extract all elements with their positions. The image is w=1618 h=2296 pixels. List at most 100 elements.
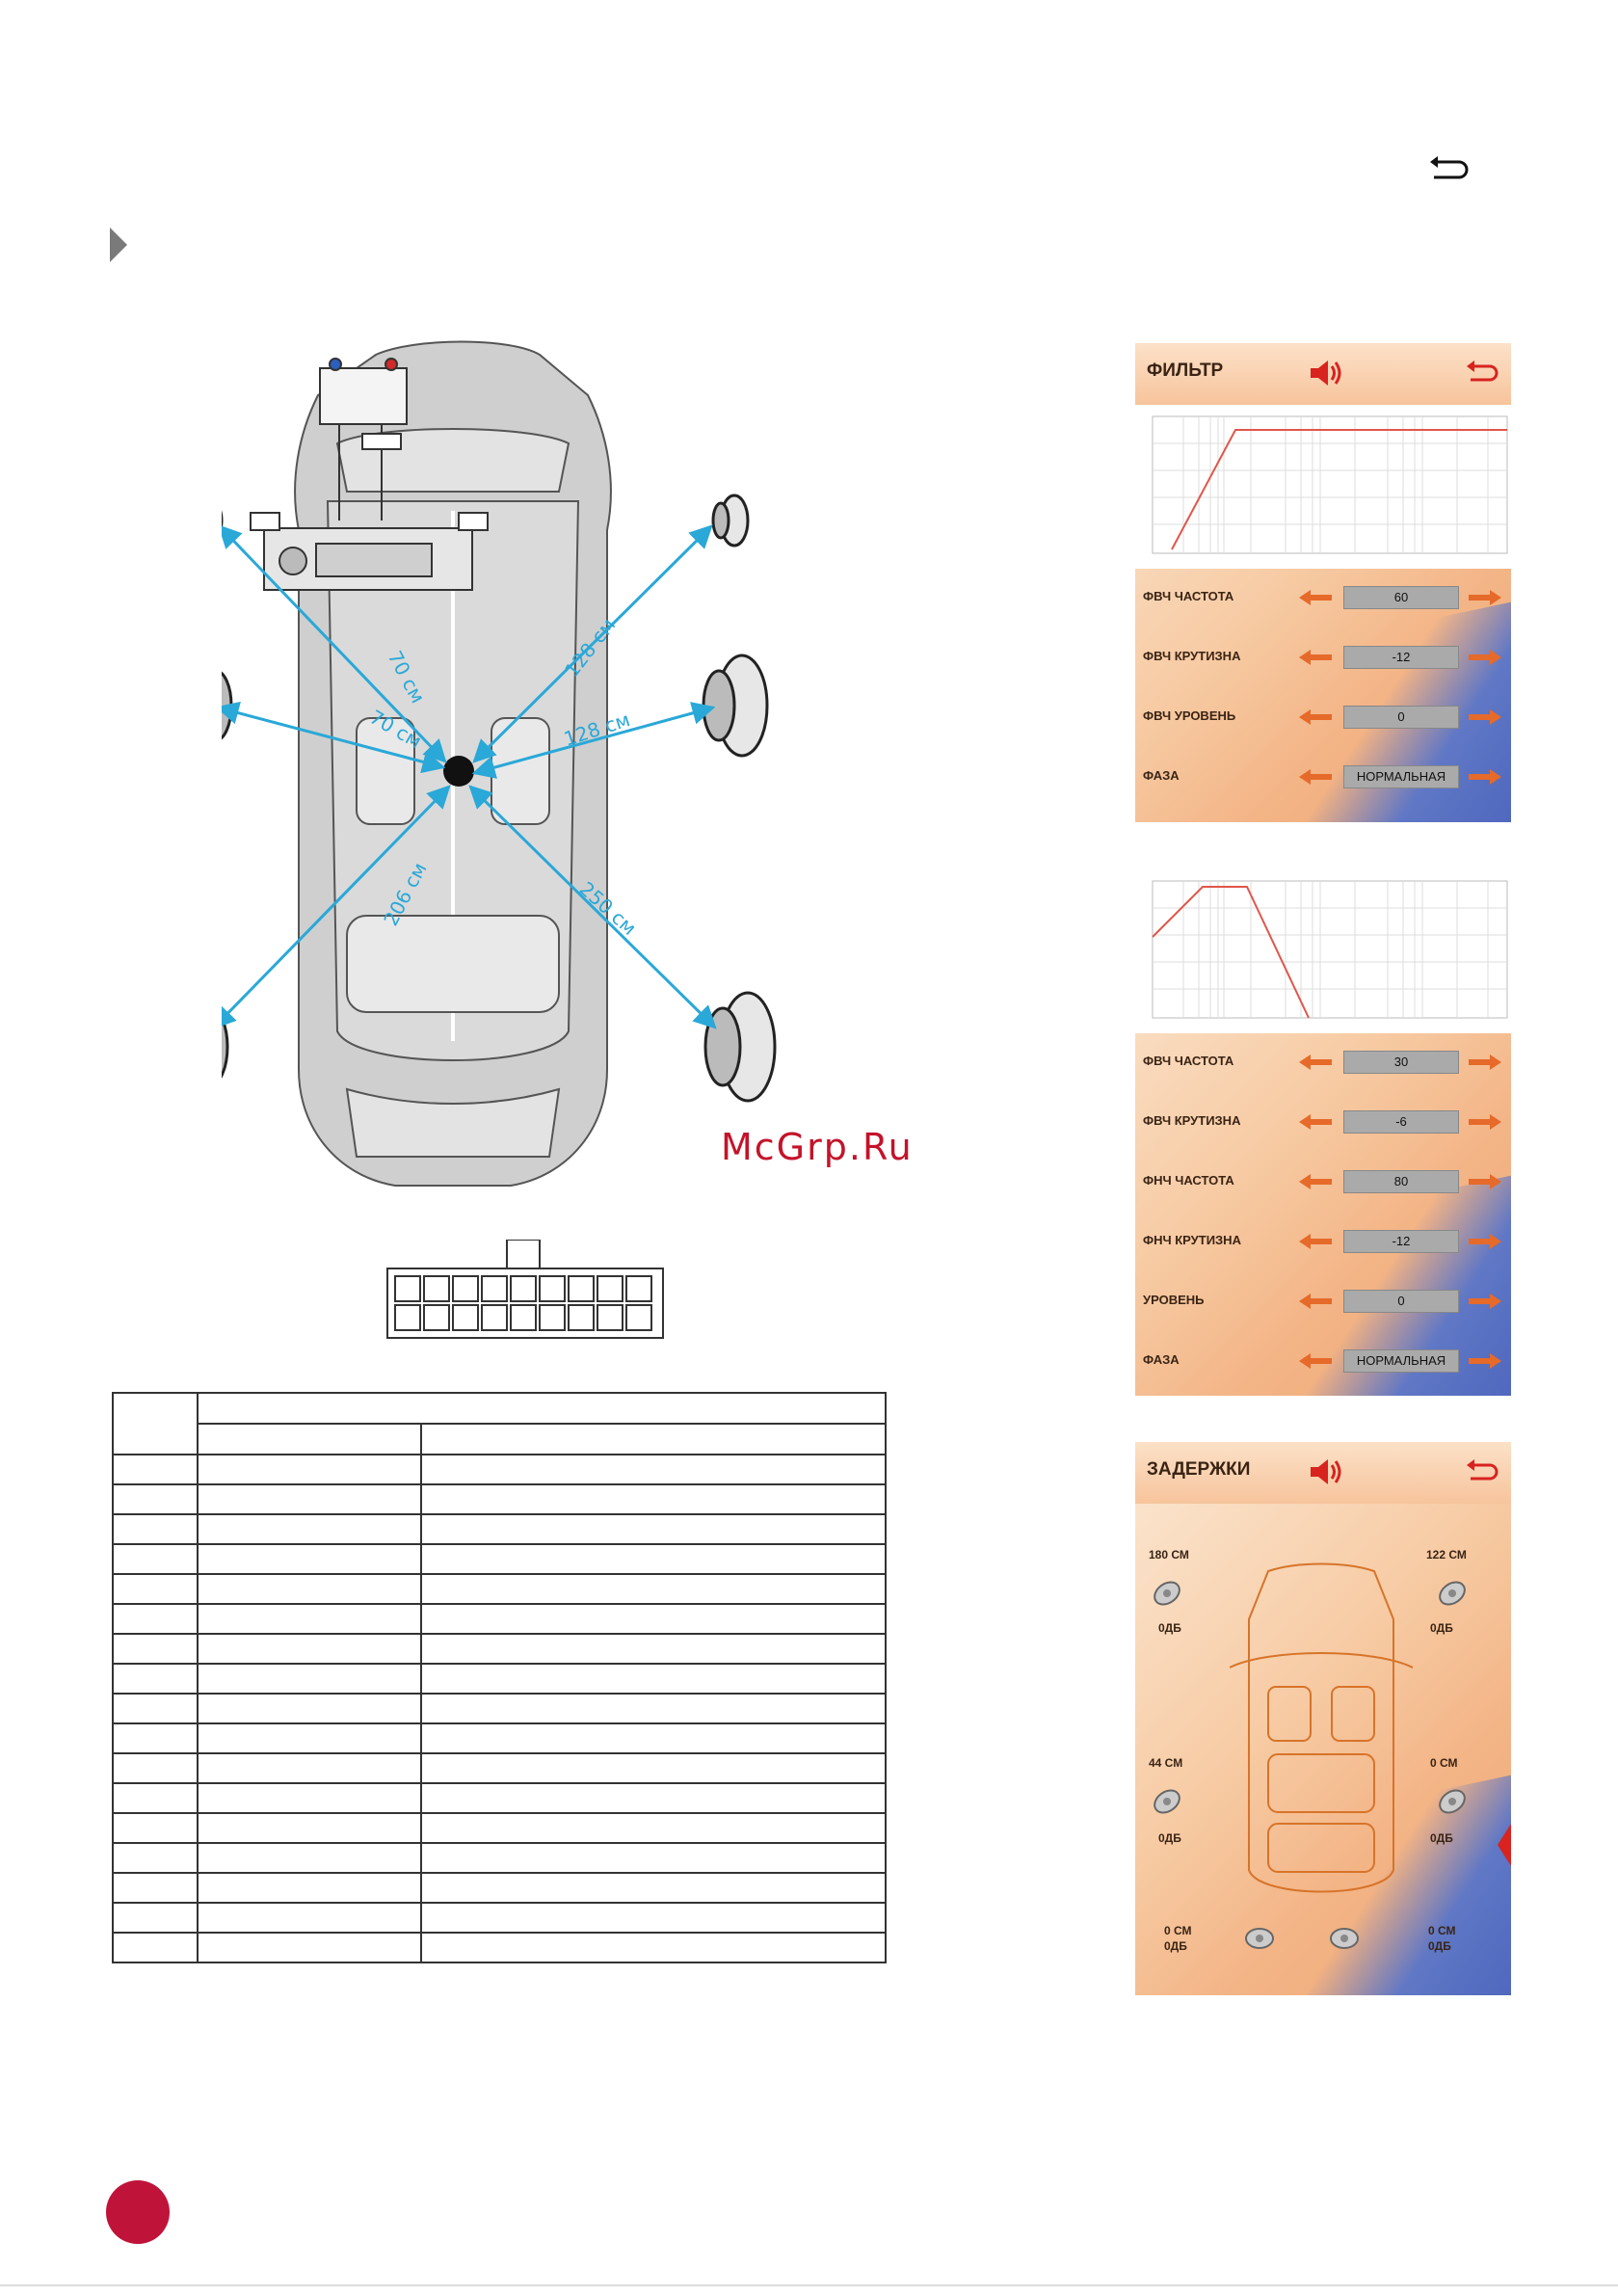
screen-header: ФИЛЬТР bbox=[1135, 343, 1511, 405]
pin-table bbox=[112, 1392, 887, 1963]
filter-response-graph bbox=[1135, 405, 1511, 569]
setting-label: ФНЧ КРУТИЗНА bbox=[1143, 1233, 1241, 1247]
arrow-right-icon[interactable] bbox=[1469, 1114, 1501, 1130]
setting-row: ФВЧ КРУТИЗНА -12 bbox=[1135, 638, 1511, 677]
filter-screen: ФИЛЬТР ФВЧ ЧАСТОТА 6 bbox=[1135, 343, 1511, 822]
table-row bbox=[112, 1782, 887, 1814]
arrow-left-icon[interactable] bbox=[1299, 1174, 1332, 1189]
delay-distance: 0 СМ bbox=[1164, 1924, 1192, 1937]
return-icon[interactable] bbox=[1465, 360, 1499, 387]
arrow-left-icon[interactable] bbox=[1299, 1234, 1332, 1249]
setting-label: ФВЧ ЧАСТОТА bbox=[1143, 1054, 1234, 1068]
setting-row: ФВЧ ЧАСТОТА 30 bbox=[1135, 1043, 1511, 1081]
setting-row: ФВЧ КРУТИЗНА -6 bbox=[1135, 1103, 1511, 1141]
arrow-left-icon[interactable] bbox=[1299, 1353, 1332, 1369]
delay-level: 0ДБ bbox=[1430, 1621, 1453, 1635]
setting-row: УРОВЕНЬ 0 bbox=[1135, 1282, 1511, 1321]
arrow-right-icon[interactable] bbox=[1469, 590, 1501, 605]
speaker-icon[interactable] bbox=[1307, 357, 1345, 389]
arrow-right-icon[interactable] bbox=[1469, 769, 1501, 785]
setting-row: ФАЗА НОРМАЛЬНАЯ bbox=[1135, 758, 1511, 796]
arrow-right-icon[interactable] bbox=[1469, 1055, 1501, 1070]
setting-value: НОРМАЛЬНАЯ bbox=[1343, 1349, 1459, 1373]
filter-response-graph bbox=[1135, 869, 1511, 1033]
arrow-left-icon[interactable] bbox=[1299, 769, 1332, 785]
scroll-right-arrow-icon[interactable] bbox=[1498, 1824, 1511, 1866]
speaker-icon[interactable] bbox=[1151, 1577, 1183, 1610]
setting-value: 80 bbox=[1343, 1170, 1459, 1193]
watermark: McGrp.Ru bbox=[721, 1126, 914, 1168]
setting-value: -12 bbox=[1343, 1230, 1459, 1253]
speaker-icon[interactable] bbox=[1328, 1922, 1361, 1955]
setting-label: ФНЧ ЧАСТОТА bbox=[1143, 1173, 1234, 1188]
table-row bbox=[112, 1752, 887, 1784]
setting-value: 60 bbox=[1343, 586, 1459, 609]
return-icon[interactable] bbox=[1426, 154, 1471, 183]
filter-screen: ФВЧ ЧАСТОТА 30 ФВЧ КРУТИЗНА -6 ФНЧ ЧАСТО… bbox=[1135, 869, 1511, 1396]
arrow-right-icon[interactable] bbox=[1469, 1234, 1501, 1249]
table-row bbox=[112, 1633, 887, 1665]
section-arrow-icon bbox=[110, 227, 127, 262]
arrow-right-icon[interactable] bbox=[1469, 1294, 1501, 1309]
car-speaker-diagram: 70 см 70 см 128 см 128 см 206 см 250 см bbox=[222, 340, 777, 1187]
car-outline bbox=[1230, 1562, 1413, 1893]
setting-label: УРОВЕНЬ bbox=[1143, 1293, 1205, 1307]
table-row bbox=[112, 1543, 887, 1575]
table-row bbox=[112, 1693, 887, 1724]
arrow-left-icon[interactable] bbox=[1299, 1055, 1332, 1070]
page-divider bbox=[0, 2284, 1618, 2286]
arrow-left-icon[interactable] bbox=[1299, 1114, 1332, 1130]
arrow-right-icon[interactable] bbox=[1469, 650, 1501, 665]
delay-distance: 180 СМ bbox=[1149, 1548, 1189, 1562]
distance-arrows bbox=[222, 524, 717, 1029]
delay-level: 0ДБ bbox=[1158, 1621, 1181, 1635]
table-row bbox=[112, 1603, 887, 1635]
arrow-left-icon[interactable] bbox=[1299, 1294, 1332, 1309]
return-icon[interactable] bbox=[1465, 1459, 1499, 1486]
table-row bbox=[112, 1902, 887, 1934]
iso-connector bbox=[386, 1240, 664, 1339]
setting-label: ФВЧ КРУТИЗНА bbox=[1143, 649, 1241, 663]
arrow-right-icon[interactable] bbox=[1469, 1353, 1501, 1369]
setting-label: ФВЧ КРУТИЗНА bbox=[1143, 1113, 1241, 1128]
delay-level: 0ДБ bbox=[1428, 1939, 1451, 1953]
speaker-icon[interactable] bbox=[1436, 1785, 1469, 1818]
setting-value: -12 bbox=[1343, 646, 1459, 669]
table-header-row bbox=[112, 1392, 887, 1455]
delay-distance: 0 СМ bbox=[1430, 1756, 1458, 1770]
setting-value: 30 bbox=[1343, 1051, 1459, 1074]
speaker-icon[interactable] bbox=[1151, 1785, 1183, 1818]
setting-label: ФАЗА bbox=[1143, 768, 1180, 783]
arrow-right-icon[interactable] bbox=[1469, 1174, 1501, 1189]
screen-title: ФИЛЬТР bbox=[1147, 360, 1224, 381]
listener-point bbox=[443, 756, 474, 787]
arrow-left-icon[interactable] bbox=[1299, 709, 1332, 725]
delay-distance: 122 СМ bbox=[1426, 1548, 1467, 1562]
arrow-left-icon[interactable] bbox=[1299, 590, 1332, 605]
delay-level: 0ДБ bbox=[1164, 1939, 1187, 1953]
setting-row: ФНЧ ЧАСТОТА 80 bbox=[1135, 1162, 1511, 1201]
setting-value: 0 bbox=[1343, 1290, 1459, 1313]
table-row bbox=[112, 1454, 887, 1485]
speaker-icon[interactable] bbox=[1307, 1455, 1345, 1488]
table-row bbox=[112, 1513, 887, 1545]
setting-row: ФВЧ ЧАСТОТА 60 bbox=[1135, 578, 1511, 617]
arrow-right-icon[interactable] bbox=[1469, 709, 1501, 725]
delay-distance: 0 СМ bbox=[1428, 1924, 1456, 1937]
speaker-icon[interactable] bbox=[1436, 1577, 1469, 1610]
setting-row: ФНЧ КРУТИЗНА -12 bbox=[1135, 1222, 1511, 1261]
table-row bbox=[112, 1722, 887, 1754]
speaker-icon[interactable] bbox=[1243, 1922, 1276, 1955]
arrow-left-icon[interactable] bbox=[1299, 650, 1332, 665]
screen-header: ЗАДЕРЖКИ bbox=[1135, 1442, 1511, 1504]
table-row bbox=[112, 1663, 887, 1695]
delay-level: 0ДБ bbox=[1158, 1831, 1181, 1845]
setting-value: НОРМАЛЬНАЯ bbox=[1343, 765, 1459, 788]
table-row bbox=[112, 1842, 887, 1874]
page-number-badge bbox=[106, 2180, 170, 2244]
table-row bbox=[112, 1872, 887, 1904]
setting-label: ФВЧ ЧАСТОТА bbox=[1143, 589, 1234, 603]
table-row bbox=[112, 1573, 887, 1605]
setting-value: 0 bbox=[1343, 706, 1459, 729]
setting-value: -6 bbox=[1343, 1110, 1459, 1134]
